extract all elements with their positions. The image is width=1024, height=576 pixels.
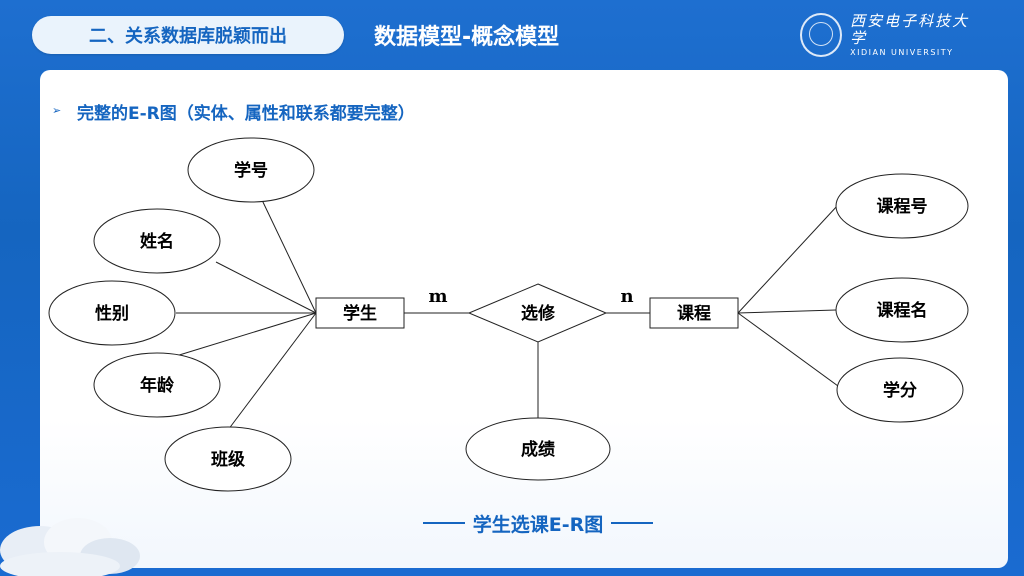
connector-student-age [175, 312, 317, 357]
connector-lines [175, 199, 839, 431]
attribute-student-gender: 性别 [48, 280, 176, 346]
connector-course-name [737, 309, 837, 314]
entity-student: 学生 [315, 297, 405, 329]
attribute-grade: 成绩 [465, 417, 611, 481]
attribute-student-class: 班级 [164, 426, 292, 492]
slide-title: 数据模型-概念模型 [374, 25, 560, 50]
university-logo: 西安电子科技大学 XIDIAN UNIVERSITY [800, 12, 980, 58]
caption-right-rule [611, 522, 654, 524]
section-label: 二、关系数据库脱颖而出 [32, 16, 344, 54]
cardinality-n: n [620, 286, 633, 307]
caption-left-rule [422, 522, 465, 524]
attribute-course-id: 课程号 [835, 173, 969, 239]
attribute-label: 班级 [211, 449, 245, 470]
caption-text: 学生选课E-R图 [472, 513, 604, 536]
connector-course-id [737, 204, 839, 314]
section-label-text: 二、关系数据库脱颖而出 [89, 26, 287, 47]
attribute-label: 姓名 [140, 231, 174, 252]
relationship-enroll: 选修 [467, 283, 608, 343]
logo-english-name: XIDIAN UNIVERSITY [850, 47, 954, 57]
entity-course: 课程 [649, 297, 739, 329]
attribute-course-name: 课程名 [835, 277, 969, 343]
attribute-label: 课程名 [877, 300, 928, 321]
attribute-label: 学分 [883, 380, 917, 401]
attribute-label: 课程号 [877, 197, 928, 217]
attribute-student-name: 姓名 [93, 208, 221, 274]
attribute-course-credit: 学分 [836, 357, 964, 423]
attribute-student-age: 年龄 [93, 352, 221, 418]
slide-subtitle: 完整的E-R图（实体、属性和联系都要完整） [77, 104, 415, 124]
cloud-decoration-icon [0, 518, 140, 576]
university-seal-icon [800, 13, 843, 57]
entity-label: 学生 [343, 303, 377, 324]
diagram-caption: 学生选课E-R图 [390, 508, 686, 538]
attribute-label: 性别 [95, 303, 129, 324]
connector-student-class [227, 312, 317, 431]
attribute-label: 成绩 [521, 439, 555, 460]
bullet-arrow-icon: ➢ [52, 104, 62, 117]
relationship-label: 选修 [521, 303, 556, 324]
entity-label: 课程 [677, 304, 711, 324]
attribute-label: 年龄 [140, 375, 175, 396]
connector-course-credit [737, 312, 839, 387]
logo-chinese-name: 西安电子科技大学 [850, 12, 970, 48]
connector-student-name [215, 261, 317, 314]
cardinality-m: m [428, 286, 447, 307]
connector-student-id [261, 199, 317, 314]
attribute-label: 学号 [234, 160, 268, 181]
attribute-student-id: 学号 [187, 137, 315, 203]
